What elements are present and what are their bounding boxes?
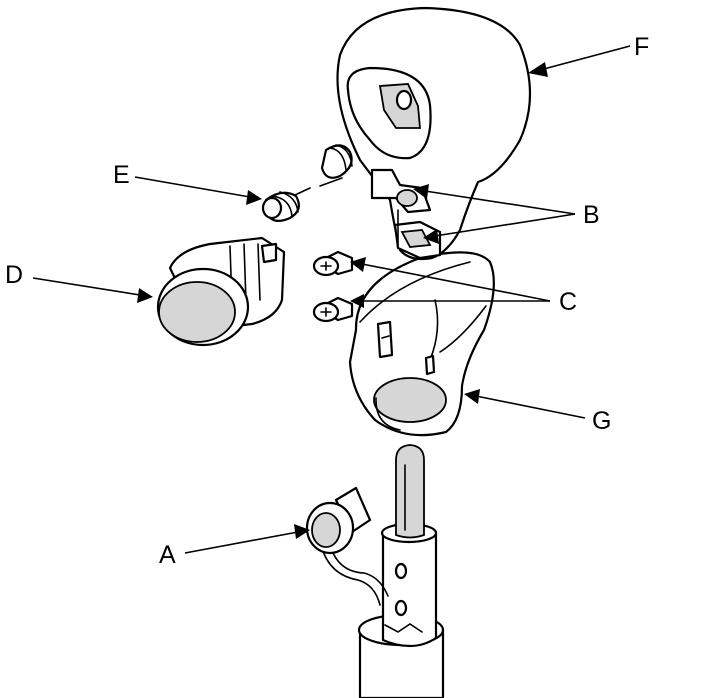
screw-upper bbox=[312, 250, 354, 277]
part-d-button bbox=[156, 236, 286, 347]
screw-lower bbox=[312, 296, 354, 323]
label-g: G bbox=[592, 407, 611, 435]
label-d: D bbox=[5, 261, 23, 289]
part-c-screws bbox=[312, 250, 354, 323]
part-a-switch bbox=[305, 486, 389, 606]
part-e-spring bbox=[261, 144, 353, 223]
leader-lines bbox=[32, 45, 631, 554]
shift-lever-rod bbox=[357, 444, 445, 698]
label-b: B bbox=[583, 201, 600, 229]
label-f: F bbox=[634, 33, 649, 61]
label-c: C bbox=[559, 288, 577, 316]
part-f-upper-knob bbox=[336, 6, 532, 261]
label-e: E bbox=[113, 161, 130, 189]
label-a: A bbox=[159, 541, 176, 569]
part-g-lower-knob bbox=[348, 251, 495, 437]
